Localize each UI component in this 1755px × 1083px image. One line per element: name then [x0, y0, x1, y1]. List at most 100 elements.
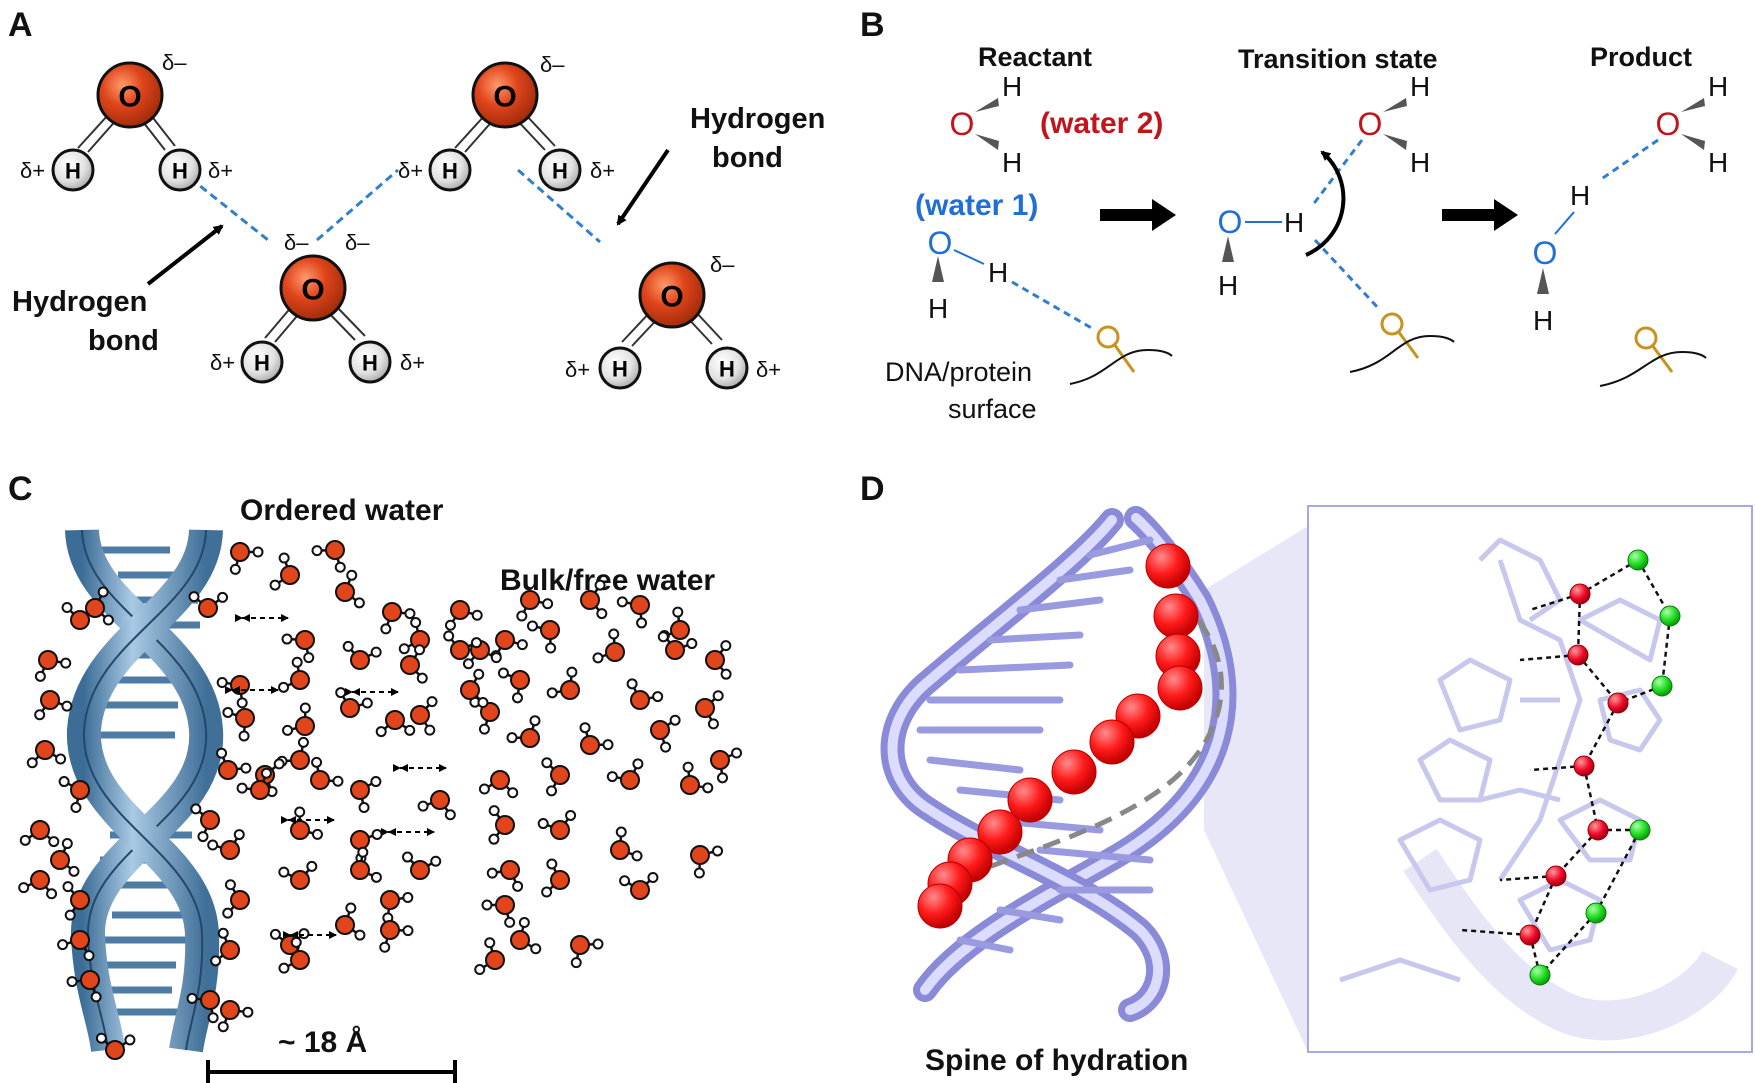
water-molecule	[380, 602, 416, 635]
oh-bond	[1554, 211, 1575, 235]
surface-atom	[1380, 312, 1404, 336]
partial-charge: δ–	[710, 252, 735, 277]
spine-water-sphere	[917, 883, 963, 929]
hydrogen-atom	[306, 860, 318, 872]
hydrogen-atom	[252, 546, 264, 558]
water-molecule	[19, 820, 60, 848]
inset-hbond	[1459, 928, 1531, 937]
arrowhead	[400, 764, 408, 772]
water-molecule	[546, 666, 580, 700]
water-molecule	[350, 846, 382, 883]
hydrogen-atom	[616, 596, 628, 608]
partial-charge: δ–	[540, 52, 565, 77]
water-molecule-3: O H H δ– δ– δ+ δ+	[210, 230, 425, 384]
hydrogen-atom	[62, 881, 74, 893]
water-molecule	[281, 630, 315, 664]
water-molecule	[207, 829, 245, 860]
hydrogen-atom	[652, 691, 664, 703]
oxygen-atom	[295, 630, 315, 650]
hydrogen-atom	[484, 937, 496, 949]
oxygen-atom	[550, 870, 570, 890]
inset-water-oxygen-secondary	[1529, 964, 1551, 986]
inset-stick	[1339, 957, 1461, 983]
oxygen-atom	[690, 845, 710, 865]
water-molecule	[379, 920, 414, 953]
water-molecule	[443, 630, 482, 660]
water-molecule	[217, 1000, 254, 1033]
water-molecule	[61, 601, 101, 630]
hydrogen-atom	[720, 640, 732, 652]
water-molecule	[282, 702, 315, 736]
water-molecule	[486, 860, 524, 892]
surface-bond	[1650, 344, 1674, 373]
panel-a-label: A	[8, 6, 33, 44]
water-molecule	[710, 747, 743, 784]
hydrogen-atom	[717, 772, 729, 784]
water-molecule	[278, 936, 310, 974]
nucleobase	[926, 756, 1024, 774]
spine-water-sphere	[1157, 665, 1203, 711]
arrowhead	[242, 614, 250, 622]
hydrogen-atom	[682, 761, 694, 773]
hydrogen-atom	[207, 839, 219, 851]
hydrogen-symbol: H	[612, 357, 628, 382]
inset-stick	[1497, 559, 1583, 882]
water-molecule	[417, 790, 456, 821]
hydrogen-atom	[594, 579, 606, 591]
water-molecule	[474, 937, 505, 976]
water-molecule	[516, 590, 554, 622]
hydrogen-atom	[526, 620, 538, 632]
oxygen-atom	[665, 640, 685, 660]
hydrogen-atom	[541, 886, 553, 898]
hydrogen-atom	[273, 758, 285, 770]
hydrogen-atom	[657, 631, 669, 643]
nucleobase	[986, 631, 1084, 644]
water-molecule	[34, 690, 73, 721]
oxygen-atom	[70, 930, 90, 950]
hydrogen-atom	[478, 723, 490, 735]
hydrogen-symbol: H	[172, 159, 188, 184]
hydrogen-atom	[477, 697, 489, 709]
oxygen-atom	[471, 61, 539, 129]
wedge-bond	[1537, 268, 1549, 294]
hydrogen-atom	[197, 831, 209, 843]
hydrogen-atom	[462, 658, 474, 670]
backbone-strand-2	[880, 508, 1170, 1022]
oxygen-atom	[460, 680, 480, 700]
oxygen-atom	[520, 728, 540, 748]
oxygen-atom	[230, 542, 250, 562]
hydrogen-atom	[570, 957, 582, 969]
oxygen-atom	[80, 970, 100, 990]
hydrogen-atom	[298, 928, 310, 940]
water-molecule	[310, 756, 344, 790]
hbond-label-left-line2: bond	[88, 325, 159, 357]
nucleobase	[1056, 566, 1134, 584]
water1-oxygen: O	[928, 225, 953, 261]
oxygen-atom	[30, 870, 50, 890]
arrowhead	[388, 828, 396, 836]
water-molecule	[66, 970, 102, 1003]
water-molecule	[34, 650, 72, 682]
water2-oxygen: O	[1656, 106, 1681, 142]
oxygen-atom	[96, 61, 164, 129]
hydrogen-atom	[538, 148, 582, 192]
oxygen-atom	[105, 1040, 125, 1060]
hydrogen-atom	[579, 722, 591, 734]
oxygen-atom	[290, 820, 310, 840]
water-molecule	[650, 714, 681, 753]
inset-water-atoms	[1519, 549, 1681, 986]
hydrogen-atom	[506, 732, 518, 744]
inset-stick	[1397, 817, 1483, 893]
hydrogen-atom	[217, 1021, 229, 1033]
water-molecule	[592, 628, 625, 664]
hydrogen-atom	[346, 569, 358, 581]
hydrogen-atom	[705, 346, 749, 390]
inset-hbond	[1579, 558, 1639, 596]
water-molecule	[610, 826, 643, 862]
hydrogen-atom	[712, 690, 724, 702]
hydrogen-atom	[371, 828, 383, 840]
hydrogen-atom	[598, 346, 642, 390]
hydrogen-atom	[632, 758, 644, 770]
oxygen-atom	[290, 870, 310, 890]
oxygen-atom	[495, 895, 515, 915]
